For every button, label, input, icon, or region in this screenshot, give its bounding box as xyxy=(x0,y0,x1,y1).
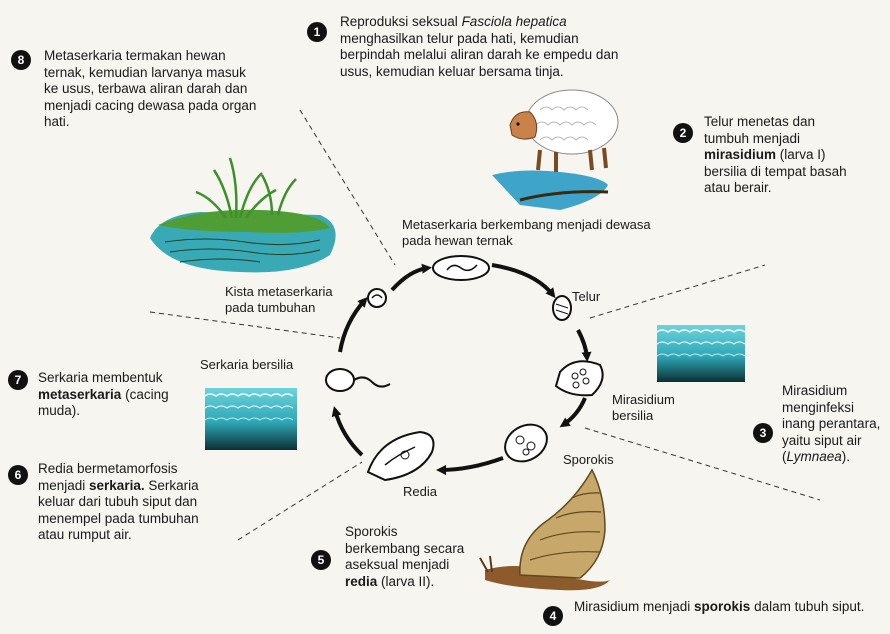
snail-illustration xyxy=(479,468,610,591)
step-number-5: 5 xyxy=(311,550,331,570)
step-number-6: 6 xyxy=(8,465,28,485)
step-text-6: Redia bermetamorfosis menjadi serkaria. … xyxy=(38,461,199,542)
step-number-4: 4 xyxy=(543,606,563,626)
cercaria-stage xyxy=(325,368,391,392)
water-box-right xyxy=(656,325,746,382)
label-mirasidium: Mirasidium bersilia xyxy=(612,392,675,423)
label-redia: Redia xyxy=(403,484,437,499)
water-box-left xyxy=(204,388,297,450)
step-text-4: Mirasidium menjadi sporokis dalam tubuh … xyxy=(574,599,865,614)
sporocyst-stage xyxy=(504,423,548,463)
egg-stage xyxy=(552,295,572,321)
step-text-3: Mirasidium menginfeksi inang perantara, … xyxy=(782,383,881,464)
step-text-5: Sporokis berkembang secara aseksual menj… xyxy=(345,524,465,589)
step-text-7: Serkaria membentuk metaserkaria (cacing … xyxy=(38,370,169,418)
step-text-1: Reproduksi seksual Fasciola hepatica men… xyxy=(340,14,619,79)
grass-pond-illustration xyxy=(150,157,336,273)
miracidium-stage xyxy=(554,360,604,397)
cycle-arrows xyxy=(331,263,592,475)
step-text-2: Telur menetas dan tumbuh menjadi mirasid… xyxy=(704,114,847,195)
dashed-dividers xyxy=(149,109,821,541)
label-sporokis: Sporokis xyxy=(563,452,614,467)
step-text-8: Metaserkaria termakan hewan ternak, kemu… xyxy=(44,48,257,129)
adult-fluke xyxy=(432,255,490,281)
label-serkaria: Serkaria bersilia xyxy=(200,357,294,372)
step-number-7: 7 xyxy=(8,370,28,390)
label-kista: Kista metaserkaria pada tumbuhan xyxy=(225,284,333,315)
sheep-illustration xyxy=(492,89,619,210)
step-number-1: 1 xyxy=(307,22,327,42)
label-telur: Telur xyxy=(572,289,601,304)
redia-stage xyxy=(366,430,435,482)
step-number-2: 2 xyxy=(673,123,693,143)
label-adult: Metaserkaria berkembang menjadi dewasa p… xyxy=(402,217,651,248)
step-number-8: 8 xyxy=(11,50,31,70)
metacercaria-cyst xyxy=(367,288,387,308)
step-number-3: 3 xyxy=(753,423,773,443)
